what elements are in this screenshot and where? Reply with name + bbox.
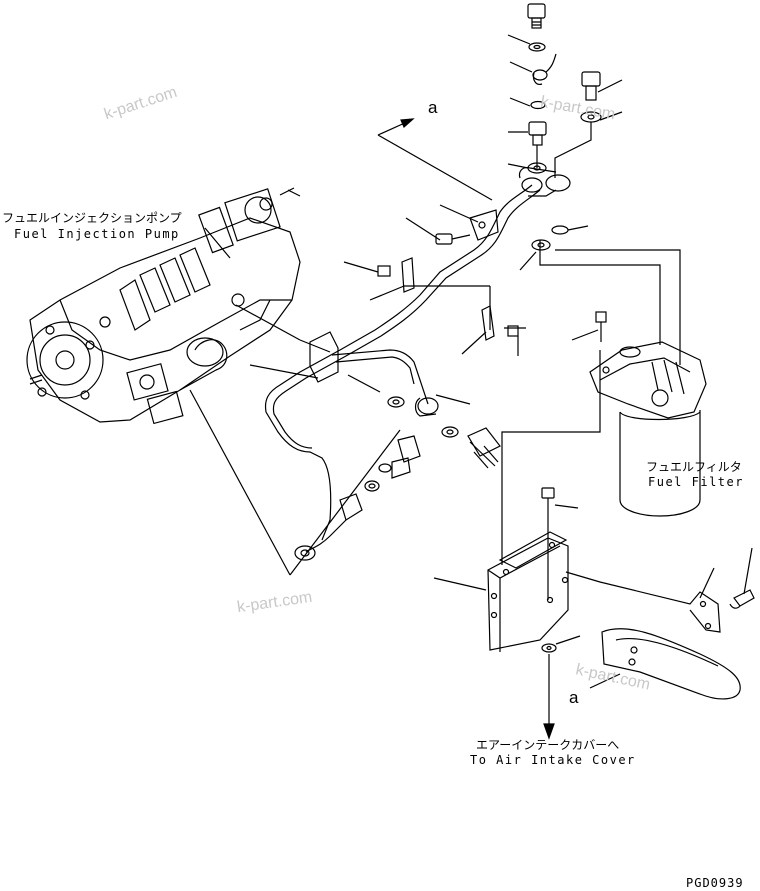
- top-hardware-stack: [507, 3, 623, 174]
- fuel-filter: [571, 311, 707, 517]
- pump-label-leader: [204, 227, 231, 259]
- pump-label-jp: フュエルインジェクションポンプ: [2, 211, 182, 225]
- reference-a-top: a: [428, 98, 438, 117]
- mounting-bracket: [433, 487, 755, 740]
- intake-label-en: To Air Intake Cover: [470, 753, 636, 767]
- drawing-code: PGD0939: [686, 876, 744, 890]
- fuel-piping: [189, 167, 589, 576]
- filter-label-jp: フュエルフィルタ: [646, 460, 742, 474]
- pump-label-en: Fuel Injection Pump: [14, 227, 180, 241]
- fuel-injection-pump: [26, 187, 301, 425]
- assembly-leaders: [377, 118, 681, 565]
- pipe-clips: [235, 204, 526, 393]
- intake-label-jp: エアーインテークカバーへ: [476, 738, 620, 752]
- filter-label-en: Fuel Filter: [648, 475, 744, 489]
- reference-a-bottom: a: [569, 688, 579, 707]
